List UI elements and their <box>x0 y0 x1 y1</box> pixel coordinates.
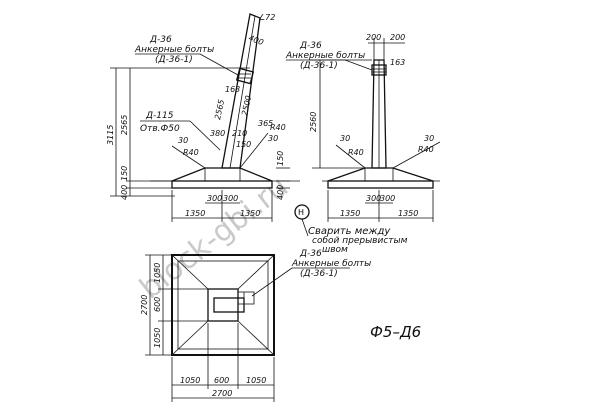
svg-text:Д-36: Д-36 <box>299 41 322 51</box>
svg-text:Анкерные болты: Анкерные болты <box>285 51 365 61</box>
svg-text:Сварить между: Сварить между <box>308 226 391 237</box>
column-dims: ∠72 400 163 2565 2500 365 150 380 210 15… <box>210 13 290 200</box>
svg-text:собой прерывистым: собой прерывистым <box>312 236 408 246</box>
right-annotations: Д-36 Анкерные болты (Д-36-1) <box>285 41 373 71</box>
left-radius-labels: R40 30 R40 30 <box>171 123 286 169</box>
plan-pedestal <box>207 288 239 322</box>
svg-text:600: 600 <box>214 376 229 385</box>
svg-text:400: 400 <box>120 185 129 200</box>
svg-text:Анкерные болты: Анкерные болты <box>291 259 371 269</box>
svg-text:1350: 1350 <box>340 209 360 218</box>
svg-text:(Д-36-1): (Д-36-1) <box>300 269 338 279</box>
svg-text:R40: R40 <box>183 148 199 157</box>
svg-text:210: 210 <box>232 129 247 138</box>
svg-text:30: 30 <box>340 134 350 143</box>
svg-text:150: 150 <box>276 151 285 166</box>
svg-text:300: 300 <box>207 194 222 203</box>
svg-text:30: 30 <box>424 134 434 143</box>
plan-dims: 1050 600 1050 2700 1050 600 1050 2700 <box>140 254 275 402</box>
right-elevation <box>322 38 440 189</box>
plan-annotations: Д-36 Анкерные болты (Д-36-1) <box>251 249 371 297</box>
svg-text:(Д-36-1): (Д-36-1) <box>155 55 193 65</box>
left-elevation <box>150 13 300 189</box>
watermark: block-gbi.ru <box>133 169 295 306</box>
svg-text:2700: 2700 <box>212 389 232 398</box>
svg-text:Д-36: Д-36 <box>149 35 172 45</box>
svg-text:1050: 1050 <box>180 376 200 385</box>
svg-text:200: 200 <box>366 33 381 42</box>
svg-text:3115: 3115 <box>106 125 115 145</box>
plan-outline <box>171 254 275 356</box>
svg-text:2565: 2565 <box>120 115 129 135</box>
svg-text:300: 300 <box>366 194 381 203</box>
svg-text:1350: 1350 <box>185 209 205 218</box>
footing-slope <box>171 167 273 182</box>
svg-text:380: 380 <box>210 129 225 138</box>
svg-text:300: 300 <box>223 194 238 203</box>
svg-text:365: 365 <box>258 119 273 128</box>
svg-text:1350: 1350 <box>398 209 418 218</box>
svg-text:2565: 2565 <box>213 99 226 121</box>
svg-text:2500: 2500 <box>240 95 253 117</box>
svg-text:∠72: ∠72 <box>258 13 275 22</box>
svg-text:600: 600 <box>153 297 162 312</box>
svg-text:R40: R40 <box>270 123 286 132</box>
svg-text:1050: 1050 <box>153 328 162 348</box>
svg-text:Отв.Ф50: Отв.Ф50 <box>140 124 180 134</box>
svg-text:1050: 1050 <box>153 263 162 283</box>
svg-text:(Д-36-1): (Д-36-1) <box>300 61 338 71</box>
svg-text:Анкерные болты: Анкерные болты <box>134 45 214 55</box>
svg-text:1050: 1050 <box>246 376 266 385</box>
svg-text:2700: 2700 <box>140 295 149 315</box>
left-vertical-dims: 3115 2565 150 400 <box>106 67 250 200</box>
svg-text:30: 30 <box>178 136 188 145</box>
svg-text:163: 163 <box>390 58 405 67</box>
svg-text:163: 163 <box>225 85 240 94</box>
svg-text:2560: 2560 <box>309 112 318 132</box>
svg-text:200: 200 <box>390 33 405 42</box>
svg-text:400: 400 <box>276 185 285 200</box>
svg-text:швом: швом <box>322 245 348 255</box>
plan-view <box>171 254 275 356</box>
left-bottom-dims: 1350 1350 300 300 <box>171 190 273 222</box>
svg-text:Н: Н <box>298 208 304 217</box>
svg-text:30: 30 <box>268 134 278 143</box>
svg-text:150: 150 <box>120 166 129 181</box>
svg-text:Д-115: Д-115 <box>145 111 174 121</box>
inclined-column <box>221 13 261 169</box>
drawing-id: Ф5–Д6 <box>370 323 421 341</box>
svg-text:Д-36: Д-36 <box>299 249 322 259</box>
svg-text:300: 300 <box>380 194 395 203</box>
weld-note: Н Сварить между собой прерывистым швом <box>294 204 408 255</box>
left-annotations: Д-36 Анкерные болты (Д-36-1) Д-115 Отв.Ф… <box>134 35 239 151</box>
anchor-block <box>235 67 255 85</box>
svg-text:1350: 1350 <box>240 209 260 218</box>
svg-text:R40: R40 <box>348 148 364 157</box>
svg-text:150: 150 <box>236 140 251 149</box>
